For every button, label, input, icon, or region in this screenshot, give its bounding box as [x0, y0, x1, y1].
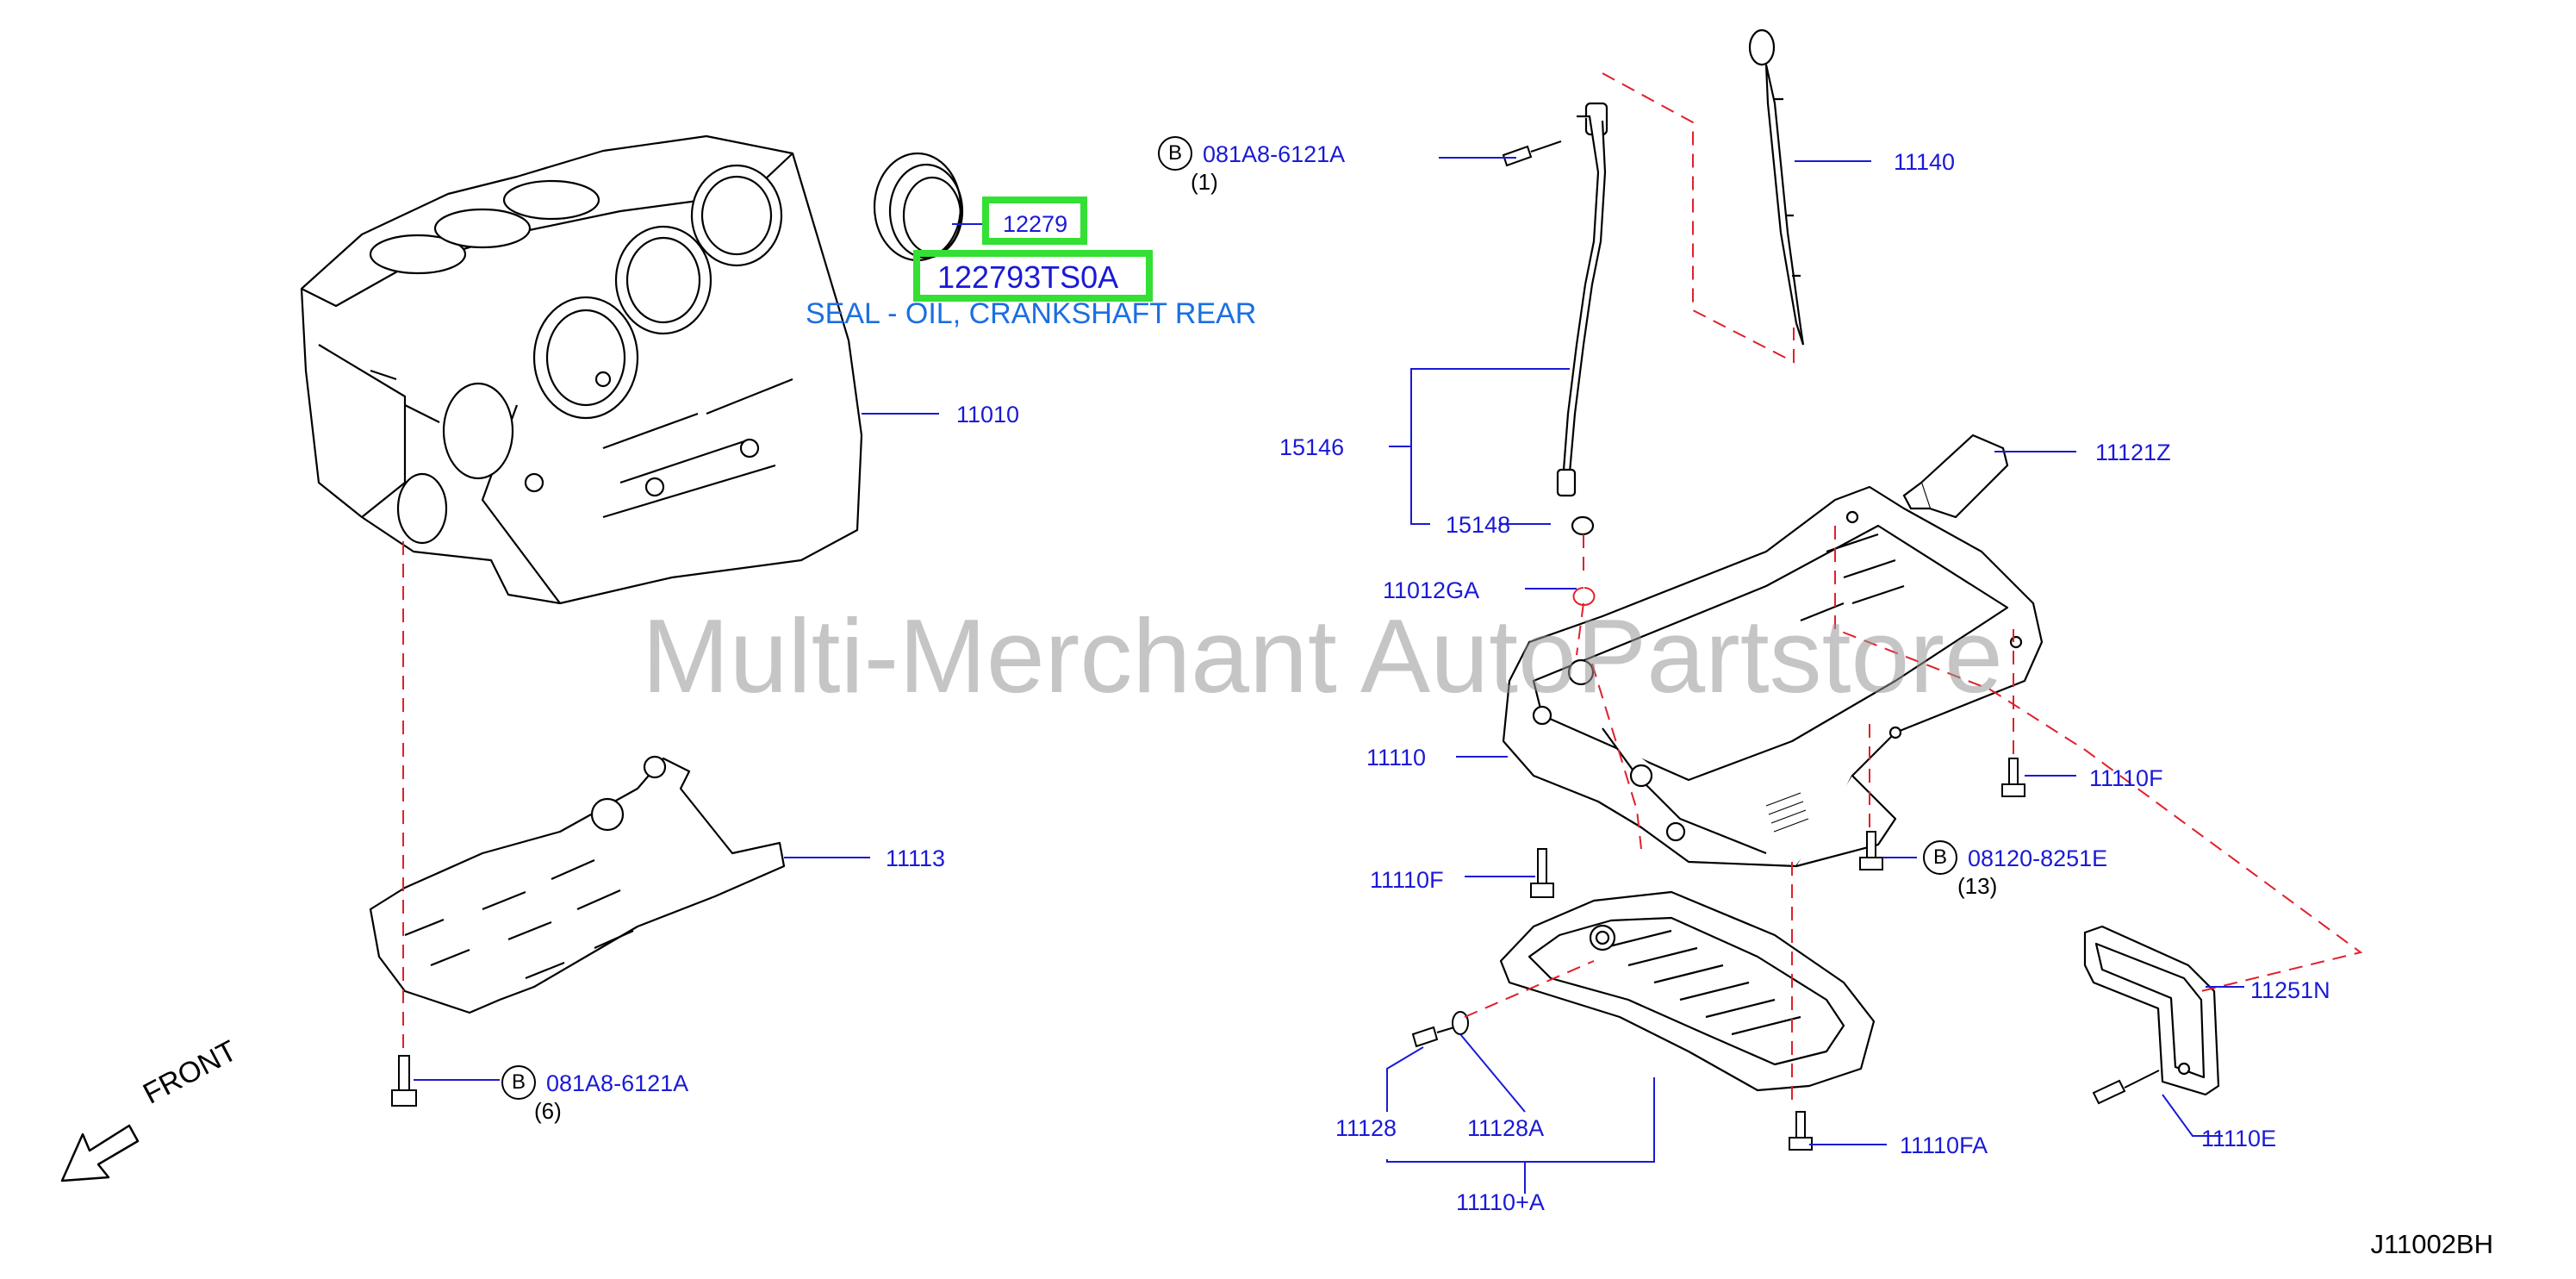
- crosshatch-icon: [1765, 792, 1809, 833]
- washer-11128A-icon[interactable]: [1452, 1011, 1469, 1035]
- part-number-11128A[interactable]: 11128A: [1467, 1115, 1545, 1141]
- bolt-081A8-top-icon[interactable]: [1502, 140, 1562, 167]
- quantity-bottom-bolt: (6): [534, 1098, 562, 1124]
- leader-lines: [414, 157, 2244, 1194]
- part-number-15148[interactable]: 15148: [1446, 512, 1511, 538]
- part-number-11113[interactable]: 11113: [886, 845, 946, 871]
- part-number-11010[interactable]: 11010: [956, 402, 1020, 427]
- bolt-11110E-icon[interactable]: [2092, 1070, 2160, 1105]
- oil-level-gauge-guide-15146[interactable]: [1556, 102, 1608, 536]
- part-122793TS0A-highlight[interactable]: 122793TS0A: [913, 250, 1153, 302]
- bolts: [391, 140, 2160, 1151]
- oil-level-gauge-11140[interactable]: [1748, 28, 1805, 346]
- baffle-plate-11113[interactable]: [369, 755, 786, 1014]
- bolt-marker-bottom: B: [501, 1065, 536, 1100]
- part-number-081A8-top[interactable]: 081A8-6121A: [1203, 141, 1346, 167]
- quantity-08120: (13): [1957, 873, 1998, 899]
- part-number-11128[interactable]: 11128: [1335, 1115, 1397, 1141]
- part-number-11012GA[interactable]: 11012GA: [1383, 577, 1480, 603]
- upper-oil-pan-11110[interactable]: [1502, 485, 2044, 868]
- bolt-11110F-left-icon[interactable]: [1530, 848, 1554, 898]
- bolt-11110FA-icon[interactable]: [1789, 1111, 1813, 1151]
- part-number-12279[interactable]: 12279: [1003, 211, 1068, 237]
- part-number-122793TS0A[interactable]: 122793TS0A: [937, 259, 1119, 295]
- part-number-11121Z[interactable]: 11121Z: [2095, 440, 2171, 465]
- bolt-marker-08120: B: [1923, 840, 1957, 875]
- cylinder-block-11010[interactable]: [300, 134, 863, 605]
- bolt-081A8-bottom-icon[interactable]: [391, 1055, 417, 1107]
- front-arrow-icon: [60, 1124, 140, 1182]
- bolt-marker-top: B: [1158, 136, 1192, 171]
- part-number-11110[interactable]: 11110: [1366, 745, 1427, 771]
- part-number-11251N[interactable]: 11251N: [2250, 977, 2330, 1003]
- diagram-code: J11002BH: [2370, 1229, 2493, 1259]
- part-description: SEAL - OIL, CRANKSHAFT REAR: [806, 297, 1257, 330]
- sealant-tube-11121Z[interactable]: [1902, 434, 2009, 519]
- part-number-11110A[interactable]: 11110+A: [1456, 1189, 1545, 1215]
- lower-oil-pan-11110A[interactable]: [1499, 890, 1876, 1092]
- part-number-11110FA[interactable]: 11110FA: [1900, 1132, 1988, 1158]
- part-number-11110F-right[interactable]: 11110F: [2089, 765, 2163, 791]
- part-number-11110F-left[interactable]: 11110F: [1370, 867, 1444, 893]
- quantity-top-bolt: (1): [1191, 169, 1218, 195]
- bolt-11110F-right-icon[interactable]: [2001, 758, 2025, 797]
- part-number-08120-8251E[interactable]: 08120-8251E: [1968, 845, 2108, 871]
- drain-plug-11128-icon[interactable]: [1411, 1026, 1455, 1048]
- part-12279-highlight[interactable]: 12279: [982, 197, 1087, 245]
- baffle-11251N[interactable]: [2083, 925, 2220, 1096]
- alignment-lines: [402, 72, 2363, 1107]
- part-number-15146[interactable]: 15146: [1279, 434, 1345, 460]
- watermark: Multi-Merchant AutoPartstore: [642, 597, 2003, 714]
- rear-oil-seal-12279[interactable]: [873, 152, 964, 262]
- part-number-11140[interactable]: 11140: [1894, 149, 1956, 175]
- part-number-11110E[interactable]: 11110E: [2201, 1126, 2277, 1151]
- bolt-08120-icon[interactable]: [1859, 831, 1883, 870]
- part-number-081A8-bottom[interactable]: 081A8-6121A: [546, 1070, 689, 1096]
